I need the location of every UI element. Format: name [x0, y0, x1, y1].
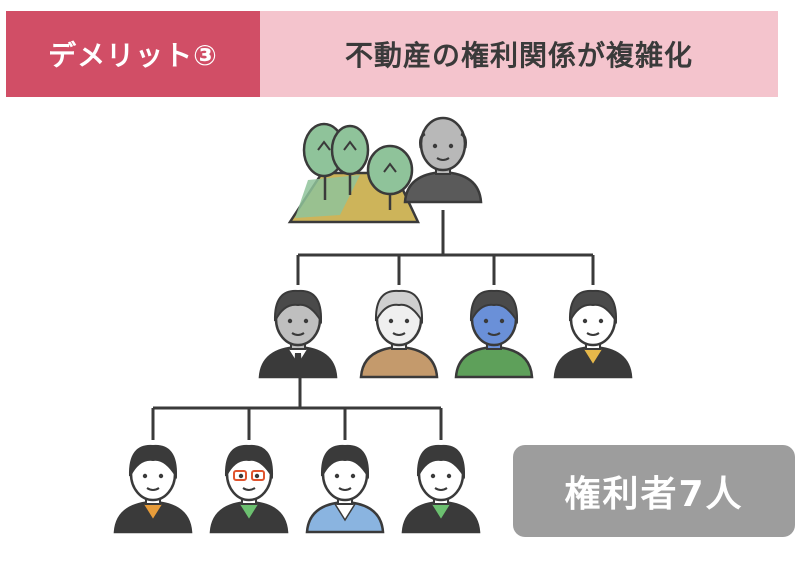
people-group — [113, 116, 633, 534]
grandchild-4-person-icon — [401, 444, 481, 534]
sibling-person-icon — [454, 289, 534, 379]
header-banner: デメリット③ 不動産の権利関係が複雑化 — [6, 11, 778, 97]
grandchild-3-person-icon — [305, 444, 385, 534]
son-person-icon — [258, 289, 338, 379]
grandchild-1-person-icon — [113, 444, 193, 534]
demerit-tag: デメリット③ — [6, 11, 260, 97]
elder-sibling-person-icon — [359, 289, 439, 379]
banner-title: 不動産の権利関係が複雑化 — [260, 11, 778, 97]
tree-connectors — [151, 210, 595, 440]
heir-count-badge: 権利者7人 — [513, 445, 795, 537]
grandchild-2-person-icon — [209, 444, 289, 534]
land-with-trees-icon — [287, 122, 420, 224]
daughter-person-icon — [553, 289, 633, 379]
grandfather-person-icon — [403, 116, 483, 204]
